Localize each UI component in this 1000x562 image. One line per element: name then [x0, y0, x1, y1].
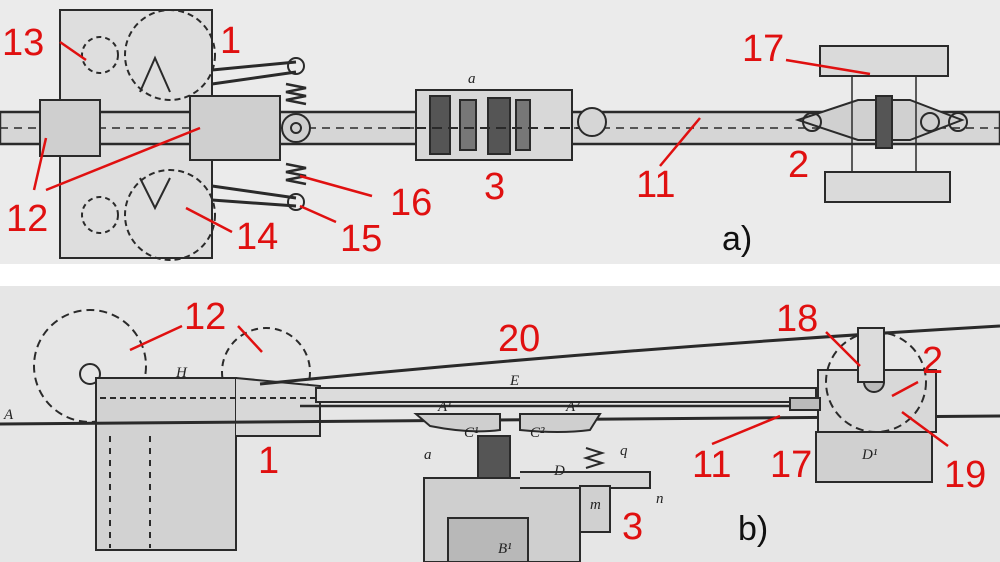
- callout-15: 15: [340, 218, 383, 260]
- rod-E: [315, 387, 817, 403]
- panel-a-top-view: 13 1 12 14 15 16 3 11 2 17 a a): [0, 0, 1000, 264]
- callout-1: 1: [220, 20, 242, 62]
- bracket-18: [857, 327, 885, 383]
- guide-17-top: [819, 45, 949, 77]
- spring-upper: [285, 82, 307, 106]
- letter-n: n: [656, 491, 664, 507]
- gear-lower: [81, 196, 119, 234]
- letter-C2: C²: [530, 425, 545, 441]
- pivot-disc: [281, 113, 311, 143]
- panel-b-tag: b): [738, 510, 769, 548]
- callout-13: 13: [2, 22, 45, 64]
- guide-17-bottom: [824, 171, 951, 203]
- letter-D: D: [554, 463, 565, 479]
- callout-14: 14: [236, 216, 279, 258]
- panel-a-tag: a): [722, 220, 753, 258]
- letter-B1: B¹: [498, 541, 512, 557]
- rod-joint: [577, 107, 607, 137]
- callout-2: 2: [922, 340, 944, 382]
- callout-3: 3: [622, 506, 644, 548]
- slider-block: [189, 95, 281, 161]
- block-D1: [815, 431, 933, 483]
- gear-lower-large: [124, 169, 216, 261]
- cam-upper: [139, 55, 171, 93]
- letter-A1: A¹: [438, 399, 452, 415]
- letter-E: E: [510, 373, 520, 389]
- clamp-block: [39, 99, 101, 157]
- callout-17: 17: [770, 444, 813, 486]
- callout-19: 19: [944, 454, 987, 496]
- letter-A2: A²: [566, 399, 580, 415]
- callout-2: 2: [788, 144, 810, 186]
- spring-lower: [285, 162, 307, 186]
- gear-upper-large: [124, 9, 216, 101]
- housing-1: [95, 377, 237, 551]
- cam-lower: [139, 177, 171, 211]
- letter-a: a: [468, 71, 476, 87]
- callout-12: 12: [184, 296, 227, 338]
- letter-C1: C¹: [464, 425, 479, 441]
- panel-b-side-view: 12 20 1 18 2 11 17 19 3 H A E A¹ A² C¹ C…: [0, 286, 1000, 562]
- callout-18: 18: [776, 298, 819, 340]
- reel-right: [221, 327, 311, 417]
- callout-16: 16: [390, 182, 433, 224]
- panel-a-drawing: [0, 9, 1000, 261]
- letter-m: m: [590, 497, 601, 513]
- reel-left: [33, 309, 147, 423]
- cable-20: [259, 324, 1000, 386]
- letter-D1: D¹: [862, 447, 878, 463]
- panel-divider: [0, 264, 1000, 286]
- letter-a: a: [424, 447, 432, 463]
- callout-20: 20: [498, 318, 541, 360]
- letter-H: H: [176, 365, 187, 381]
- spring-q: [582, 447, 606, 469]
- callout-11: 11: [692, 444, 732, 486]
- leader-lines-b: [129, 324, 949, 448]
- callout-17: 17: [742, 28, 785, 70]
- callout-11: 11: [636, 164, 676, 206]
- leader-lines-a: [32, 40, 871, 234]
- callout-3: 3: [484, 166, 506, 208]
- callout-12: 12: [6, 198, 49, 240]
- letter-q: q: [620, 443, 628, 459]
- letter-A: A: [4, 407, 14, 423]
- gear-upper: [81, 36, 119, 74]
- panel-b-drawing: [0, 309, 1000, 562]
- callout-1: 1: [258, 440, 280, 482]
